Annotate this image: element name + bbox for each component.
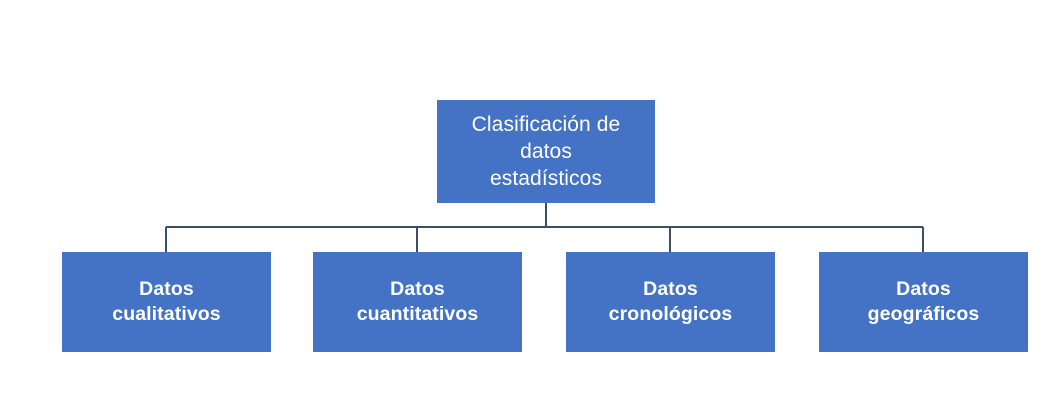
node-child-2-line-2: cuantitativos	[356, 303, 479, 325]
node-child-geograficos[interactable]: Datos geográficos	[819, 252, 1028, 352]
node-child-cualitativos-label: Datos cualitativos	[68, 277, 265, 328]
node-child-2-line-1: Datos	[390, 277, 445, 300]
node-child-1-line-2: cualitativos	[112, 303, 221, 325]
node-root-line-3: estadísticos	[489, 167, 603, 191]
node-root-label: Clasificación de datos estadísticos	[443, 111, 649, 193]
node-child-cuantitativos[interactable]: Datos cuantitativos	[313, 252, 522, 352]
node-child-4-line-1: Datos	[896, 277, 951, 300]
node-child-cronologicos-label: Datos cronológicos	[572, 277, 769, 328]
node-child-cualitativos[interactable]: Datos cualitativos	[62, 252, 271, 352]
node-child-4-line-2: geográficos	[867, 303, 980, 325]
node-child-cuantitativos-label: Datos cuantitativos	[319, 277, 516, 328]
node-root-line-1: Clasificación de	[471, 112, 621, 136]
node-child-3-line-1: Datos	[643, 277, 698, 300]
node-child-3-line-2: cronológicos	[608, 303, 733, 325]
node-root[interactable]: Clasificación de datos estadísticos	[437, 100, 655, 203]
node-child-cronologicos[interactable]: Datos cronológicos	[566, 252, 775, 352]
node-child-geograficos-label: Datos geográficos	[825, 277, 1022, 328]
node-child-1-line-1: Datos	[139, 277, 194, 300]
node-root-line-2: datos	[520, 139, 572, 163]
